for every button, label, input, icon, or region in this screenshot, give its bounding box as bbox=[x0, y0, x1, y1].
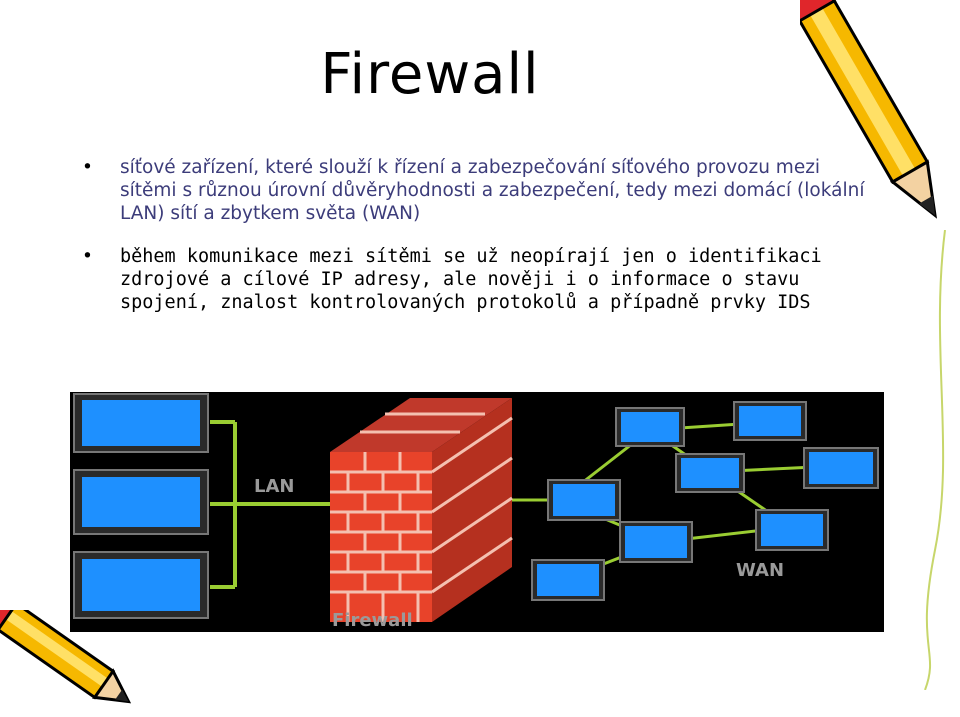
firewall-diagram: LAN bbox=[70, 392, 884, 632]
lan-links bbox=[210, 420, 350, 589]
lan-computer-2-icon bbox=[73, 469, 209, 535]
lan-computer-3-icon bbox=[73, 551, 209, 619]
wan-computer-5-icon bbox=[547, 479, 621, 521]
wan-label: WAN bbox=[736, 560, 784, 581]
firewall-wall-icon bbox=[330, 398, 513, 622]
wan-computer-1-icon bbox=[615, 407, 685, 447]
network-diagram-svg: LAN bbox=[73, 393, 879, 631]
lan-computer-1-icon bbox=[73, 393, 209, 453]
pencil-bottom-left-icon bbox=[0, 610, 132, 704]
decorative-line-icon bbox=[924, 230, 946, 690]
firewall-label: Firewall bbox=[332, 610, 413, 631]
wan-computer-2-icon bbox=[733, 401, 807, 441]
bullet-dot-icon: • bbox=[82, 157, 93, 178]
bullet-item-firewall-communication: • během komunikace mezi sítěmi se už neo… bbox=[78, 245, 878, 314]
wan-computer-8-icon bbox=[531, 559, 605, 601]
wan-computer-7-icon bbox=[755, 509, 829, 551]
lan-label: LAN bbox=[254, 476, 294, 497]
pencil-top-right-icon bbox=[800, 0, 938, 219]
bullet-text: během komunikace mezi sítěmi se už neopí… bbox=[120, 246, 822, 313]
slide-title: Firewall bbox=[320, 42, 540, 107]
wan-computer-6-icon bbox=[619, 521, 693, 563]
wan-computer-4-icon bbox=[803, 447, 879, 489]
bullet-text: síťové zařízení, které slouží k řízení a… bbox=[120, 157, 865, 224]
bullet-item-firewall-definition: • síťové zařízení, které slouží k řízení… bbox=[78, 156, 878, 225]
bullet-list: • síťové zařízení, které slouží k řízení… bbox=[78, 156, 878, 334]
wan-computer-3-icon bbox=[675, 453, 745, 493]
bullet-dot-icon: • bbox=[82, 246, 93, 267]
